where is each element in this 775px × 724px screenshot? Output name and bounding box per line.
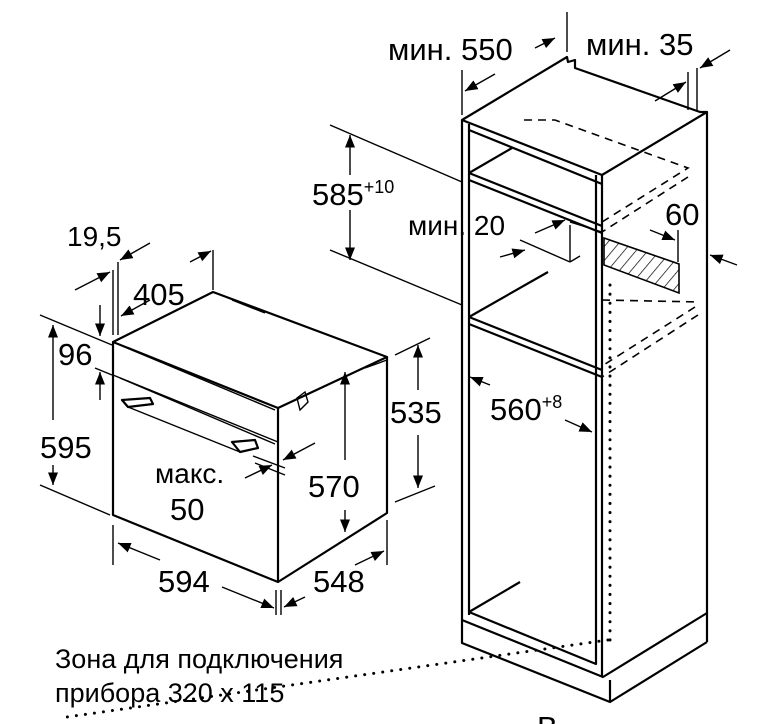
dim-60: 60 — [665, 197, 699, 232]
dim-19-5: 19,5 — [67, 221, 122, 252]
dim-min-550: мин. 550 — [388, 32, 513, 67]
dim-595: 595 — [40, 430, 92, 465]
dim-560: 560+8 — [490, 392, 562, 427]
connection-zone-line1: Зона для подключения — [55, 644, 343, 674]
dim-585: 585+10 — [312, 177, 394, 212]
dim-min-20: мин. 20 — [408, 210, 505, 241]
dim-max-value: 50 — [170, 492, 204, 527]
cabinet-drawing — [58, 55, 709, 720]
cut-off-note: В — [537, 710, 558, 724]
connection-zone-line2: прибора 320 x 115 — [55, 678, 284, 708]
dim-535: 535 — [390, 395, 442, 430]
oven-handle-right — [230, 438, 260, 454]
connection-zone-hatch — [603, 236, 680, 295]
oven-handle-left — [120, 396, 155, 409]
dim-min-35: мин. 35 — [586, 27, 693, 62]
dim-max-label: макс. — [155, 458, 224, 489]
dim-570: 570 — [308, 469, 360, 504]
dim-405: 405 — [133, 277, 185, 312]
cabinet-dimensions — [329, 12, 738, 433]
oven-dimensions — [39, 242, 436, 615]
dim-594: 594 — [158, 564, 210, 599]
dim-548: 548 — [313, 564, 365, 599]
dim-96: 96 — [58, 337, 92, 372]
oven-drawing — [111, 290, 389, 584]
